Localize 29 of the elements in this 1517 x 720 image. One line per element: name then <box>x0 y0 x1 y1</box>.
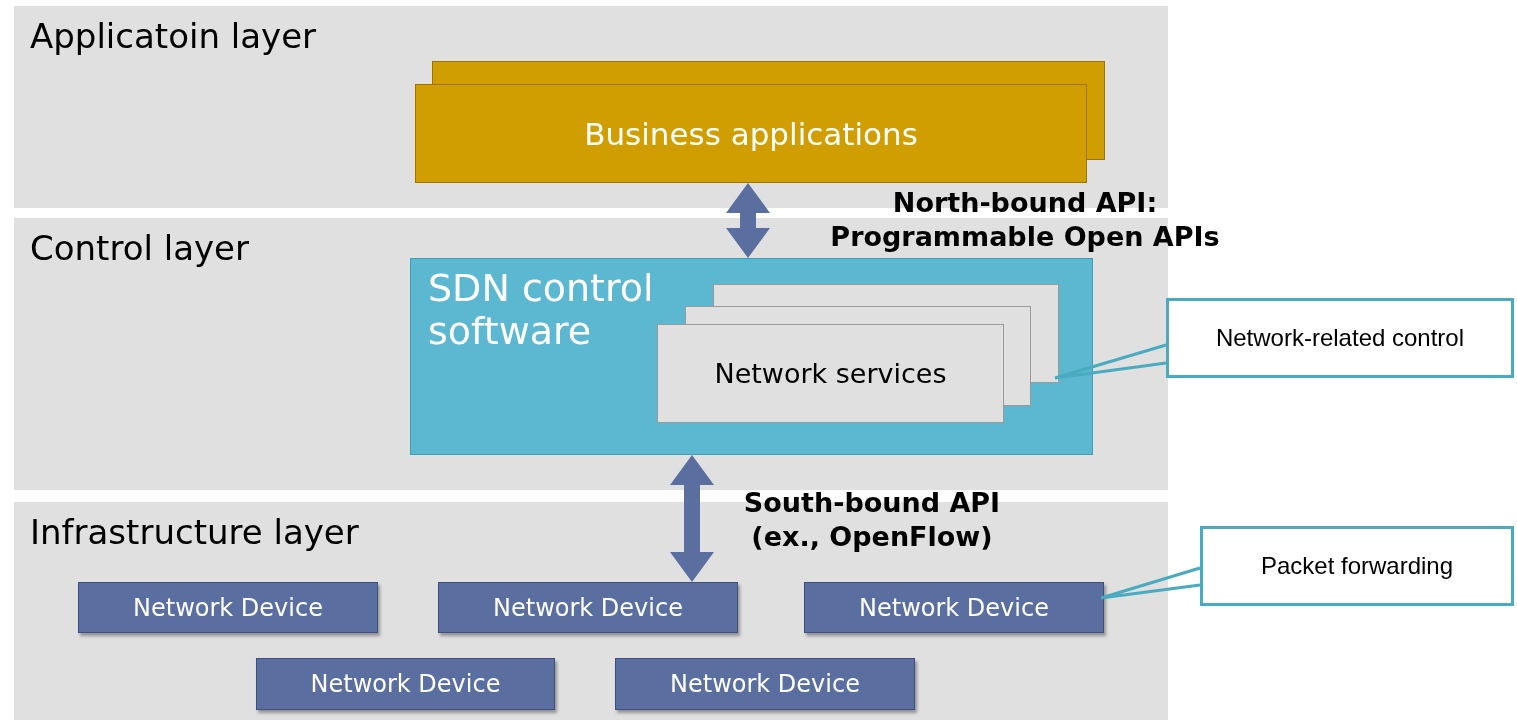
double-arrow <box>670 455 714 582</box>
node-label: Business applications <box>584 115 918 152</box>
callout-box <box>1166 298 1514 378</box>
edge-label: South-bound API (ex., OpenFlow) <box>742 486 1002 554</box>
double-arrow <box>726 183 770 258</box>
callout-box <box>1200 526 1514 606</box>
device-box <box>438 582 738 633</box>
controller-box <box>410 258 1093 455</box>
edge-label: North-bound API: Programmable Open APIs <box>829 186 1221 254</box>
stacked-cards <box>415 61 1105 183</box>
node-label: Network services <box>714 358 947 389</box>
device-box <box>804 582 1104 633</box>
callout-text: Packet forwarding <box>1260 552 1454 580</box>
layer-title: Infrastructure layer <box>30 512 359 552</box>
device-box <box>78 582 378 633</box>
layer-title: Applicatoin layer <box>30 16 317 56</box>
node-label: Network Device <box>859 593 1049 622</box>
node-label: SDN control software <box>428 267 655 353</box>
node-label: Network Device <box>310 670 501 698</box>
callout-pointer <box>1099 566 1202 600</box>
layer-title: Control layer <box>30 228 249 268</box>
node-label: Network Device <box>133 593 323 622</box>
callout-text: Network-related control <box>1215 324 1465 352</box>
node-label: Network Device <box>670 670 860 698</box>
stacked-cards <box>657 284 1059 423</box>
device-box <box>615 658 915 710</box>
node-label: Network Device <box>493 593 683 622</box>
device-box <box>256 658 555 710</box>
callout-pointer <box>1053 343 1168 380</box>
